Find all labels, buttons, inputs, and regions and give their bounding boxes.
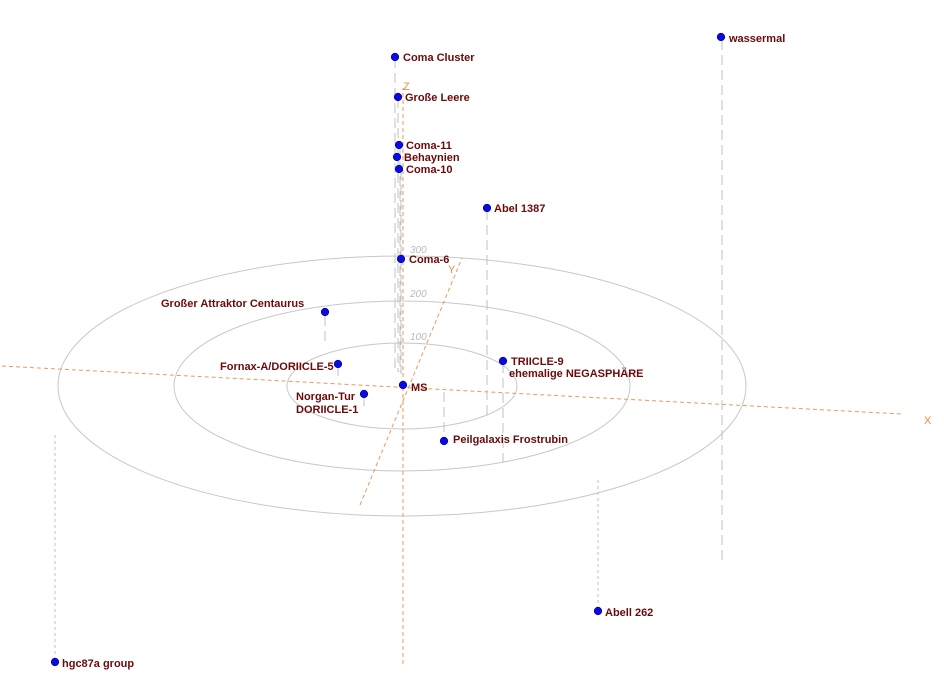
- label-norgan-tur: Norgan-Tur: [296, 391, 356, 403]
- label-ms: MS: [411, 382, 428, 394]
- marker-peilgalaxis[interactable]: [439, 436, 449, 446]
- marker-abel-1387[interactable]: [482, 203, 492, 213]
- x-axis: [1, 365, 903, 415]
- z-axis-label: Z: [403, 81, 410, 93]
- marker-coma-10[interactable]: [394, 164, 404, 174]
- label-hgc87a: hgc87a group: [62, 658, 134, 670]
- label-coma-cluster: Coma Cluster: [403, 52, 475, 64]
- label-behaynien: Behaynien: [404, 152, 460, 164]
- marker-grosser-attraktor[interactable]: [320, 307, 330, 317]
- label-coma-6: Coma-6: [409, 254, 449, 266]
- ring-tick-300: 300: [410, 245, 427, 256]
- label-grosser-attraktor: Großer Attraktor Centaurus: [161, 298, 304, 310]
- label-doriicle-1: DORIICLE-1: [296, 404, 358, 416]
- ring-tick-200: 200: [409, 289, 427, 300]
- label-negasphaere: ehemalige NEGASPHÄRE: [509, 367, 643, 380]
- label-abell-262: Abell 262: [605, 607, 653, 619]
- marker-coma-6[interactable]: [396, 254, 406, 264]
- label-grosse-leere: Große Leere: [405, 92, 470, 104]
- y-axis: [359, 257, 463, 506]
- label-coma-11: Coma-11: [406, 140, 452, 152]
- marker-norgan-tur[interactable]: [359, 389, 369, 399]
- label-wassermal: wassermal: [728, 33, 785, 45]
- marker-hgc87a[interactable]: [50, 657, 60, 667]
- y-axis-label: Y: [448, 264, 456, 276]
- marker-fornax[interactable]: [333, 359, 343, 369]
- ring-middle: [173, 300, 631, 472]
- marker-wassermal[interactable]: [716, 32, 726, 42]
- marker-coma-cluster[interactable]: [390, 52, 400, 62]
- marker-triicle-9[interactable]: [498, 356, 508, 366]
- marker-ms[interactable]: [398, 380, 408, 390]
- ring-tick-100: 100: [410, 332, 427, 343]
- marker-abell-262[interactable]: [593, 606, 603, 616]
- marker-behaynien[interactable]: [392, 152, 402, 162]
- x-axis-label: X: [924, 415, 932, 427]
- marker-coma-11[interactable]: [394, 140, 404, 150]
- label-triicle-9: TRIICLE-9: [511, 356, 564, 368]
- label-peilgalaxis: Peilgalaxis Frostrubin: [453, 434, 568, 446]
- label-abel-1387: Abel 1387: [494, 203, 545, 215]
- ring-inner: [286, 342, 518, 430]
- label-fornax: Fornax-A/DORIICLE-5: [220, 361, 334, 373]
- marker-grosse-leere[interactable]: [393, 92, 403, 102]
- label-coma-10: Coma-10: [406, 164, 452, 176]
